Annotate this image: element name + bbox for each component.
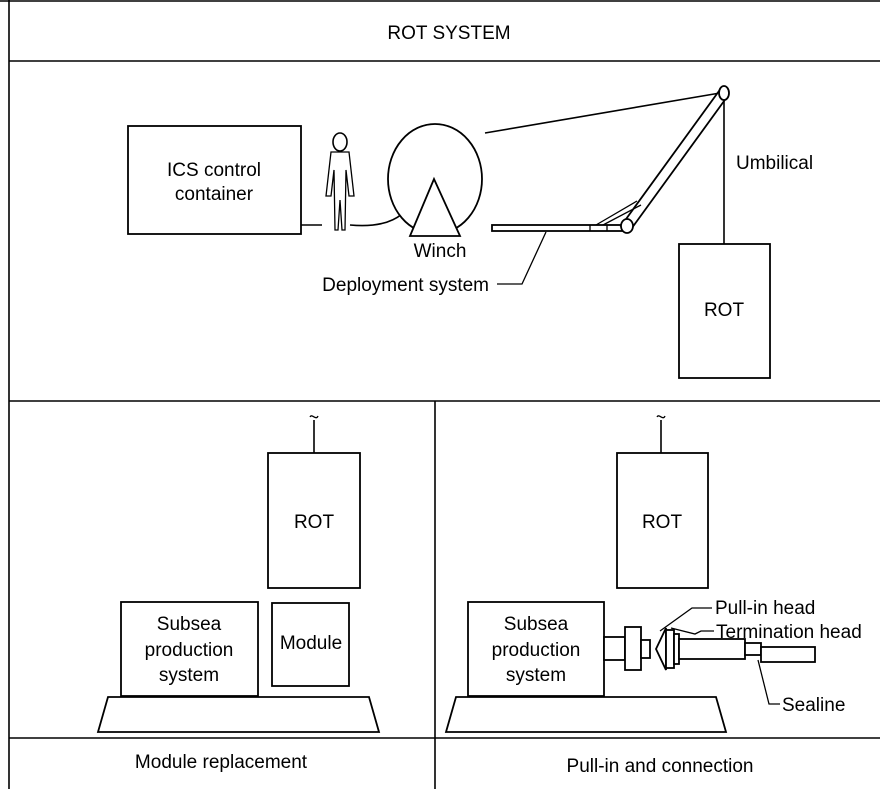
header-title: ROT SYSTEM: [387, 23, 510, 44]
right-caption: Pull-in and connection: [567, 756, 754, 777]
sps-right-line2: production: [492, 640, 581, 661]
rot-right: [616, 452, 709, 589]
module-label: Module: [280, 633, 342, 654]
person-icon: [325, 132, 355, 231]
sealine-label: Sealine: [782, 695, 845, 716]
pull-in-head: [655, 627, 667, 671]
rot-top-label: ROT: [704, 300, 745, 321]
deployment-system: [491, 85, 730, 234]
deployment-leader: [497, 231, 547, 285]
left-panel: ROT Subsea production system Module Modu…: [96, 415, 381, 773]
rot-left: [267, 452, 361, 589]
rot-top: [678, 243, 771, 379]
umbilical-line: [484, 92, 721, 134]
sps-left-line2: production: [145, 640, 234, 661]
right-panel: ROT Subsea production system Pull-in hea…: [444, 415, 862, 777]
pull-in-head-leader: [659, 607, 712, 632]
sps-left: [120, 601, 259, 697]
ics-label-line1: ICS control: [167, 160, 261, 181]
sps-left-line3: system: [159, 665, 219, 686]
module-box: [271, 602, 350, 687]
sps-left-line1: Subsea: [157, 614, 222, 635]
sealine-pipe: [760, 646, 816, 663]
connector-hub: [603, 626, 651, 671]
pull-in-head-label: Pull-in head: [715, 598, 815, 619]
right-break-mark: [656, 415, 666, 419]
top-panel: ICS control container Winch: [127, 85, 813, 379]
container-to-winch-cable: [301, 213, 403, 227]
umbilical-label: Umbilical: [736, 153, 813, 174]
sealine-leader: [757, 659, 780, 705]
deployment-label: Deployment system: [322, 275, 489, 296]
left-caption: Module replacement: [135, 752, 308, 773]
left-break-mark: [309, 415, 319, 419]
left-base: [96, 696, 381, 733]
rot-right-label: ROT: [642, 512, 683, 533]
termination-head-leader: [670, 627, 714, 635]
winch-label: Winch: [414, 241, 467, 262]
rot-left-label: ROT: [294, 512, 335, 533]
ics-control-container: [127, 125, 302, 235]
ics-label-line2: container: [175, 184, 254, 205]
termination-head-label: Termination head: [716, 622, 862, 643]
sps-right-line3: system: [506, 665, 566, 686]
right-base: [444, 696, 728, 733]
termination-head: [665, 629, 762, 669]
winch-icon: [387, 123, 483, 237]
sps-right-line1: Subsea: [504, 614, 569, 635]
